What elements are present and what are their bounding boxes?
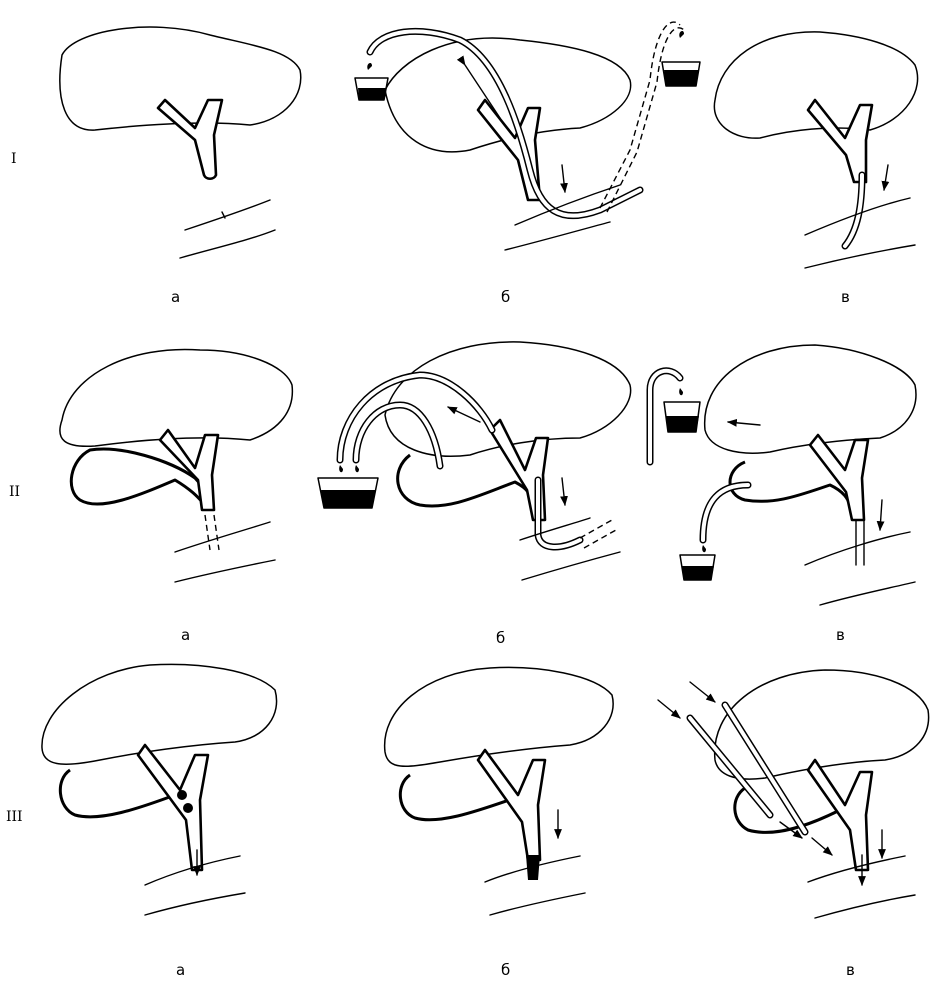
flow-arrow — [884, 165, 888, 190]
duodenum-wall — [820, 582, 915, 605]
flow-arrow — [812, 838, 832, 855]
panel-iii-b — [385, 667, 614, 915]
panel-label-ii-b: б — [496, 629, 505, 647]
liver — [42, 664, 277, 764]
panel-label-iii-b: б — [501, 961, 510, 979]
duodenum-wall — [815, 895, 915, 918]
panel-label-i-v: в — [841, 288, 850, 306]
row-label-iii: III — [6, 809, 23, 825]
gallbladder — [71, 449, 212, 508]
panel-label-iii-a: а — [176, 961, 185, 979]
drop — [679, 388, 683, 395]
panel-label-iii-v: в — [846, 961, 855, 979]
drain-tube-external — [600, 22, 680, 208]
flow-arrow — [880, 500, 882, 530]
panel-i-a — [60, 27, 301, 258]
drop — [679, 31, 684, 38]
panel-label-i-a: а — [171, 288, 180, 306]
panel-label-ii-a: а — [181, 626, 190, 644]
collected-fluid — [321, 490, 376, 508]
liver — [60, 349, 293, 446]
duodenum-wall — [175, 522, 270, 552]
duodenum-wall — [522, 552, 620, 580]
panel-i-v — [714, 32, 917, 268]
panel-ii-v — [680, 345, 916, 605]
duodenum-wall — [490, 893, 585, 915]
flow-arrow — [658, 700, 680, 718]
row-label-ii: II — [9, 484, 20, 500]
bile-duct — [810, 435, 868, 520]
collected-fluid — [666, 416, 699, 432]
drop — [702, 545, 706, 552]
liver — [385, 667, 614, 766]
liver — [714, 32, 917, 138]
liver — [715, 670, 929, 779]
duodenum-wall — [145, 893, 245, 915]
panel-ii-b — [318, 342, 700, 580]
panel-ii-a — [60, 349, 293, 582]
flow-arrow — [690, 682, 715, 702]
drop — [339, 465, 343, 472]
ligated-duct — [214, 515, 219, 550]
duodenum-wall — [805, 532, 910, 565]
duodenum-wall — [175, 560, 275, 582]
collected-fluid — [358, 88, 386, 100]
panel-iii-v — [658, 670, 929, 918]
duodenum-wall — [505, 222, 610, 250]
drain-tube-external — [580, 520, 612, 538]
flow-arrow — [562, 478, 565, 505]
liver — [705, 345, 916, 453]
ligated-duct — [205, 515, 210, 550]
drop — [367, 63, 372, 70]
drain-tube-external — [607, 28, 684, 212]
panel-i-b — [355, 22, 700, 250]
bile-duct — [808, 760, 872, 870]
collected-fluid — [664, 70, 699, 86]
stone — [183, 803, 193, 813]
duodenum-wall — [805, 245, 915, 268]
panel-label-i-b: б — [501, 288, 510, 306]
flow-arrow — [562, 165, 565, 192]
panel-label-ii-v: в — [836, 626, 845, 644]
panel-iii-a — [42, 664, 277, 915]
duodenum-wall — [185, 200, 270, 230]
duodenum-wall — [180, 230, 275, 258]
stone — [177, 790, 187, 800]
row-label-i: I — [11, 151, 17, 167]
collected-fluid — [682, 566, 714, 580]
drop — [355, 465, 359, 472]
